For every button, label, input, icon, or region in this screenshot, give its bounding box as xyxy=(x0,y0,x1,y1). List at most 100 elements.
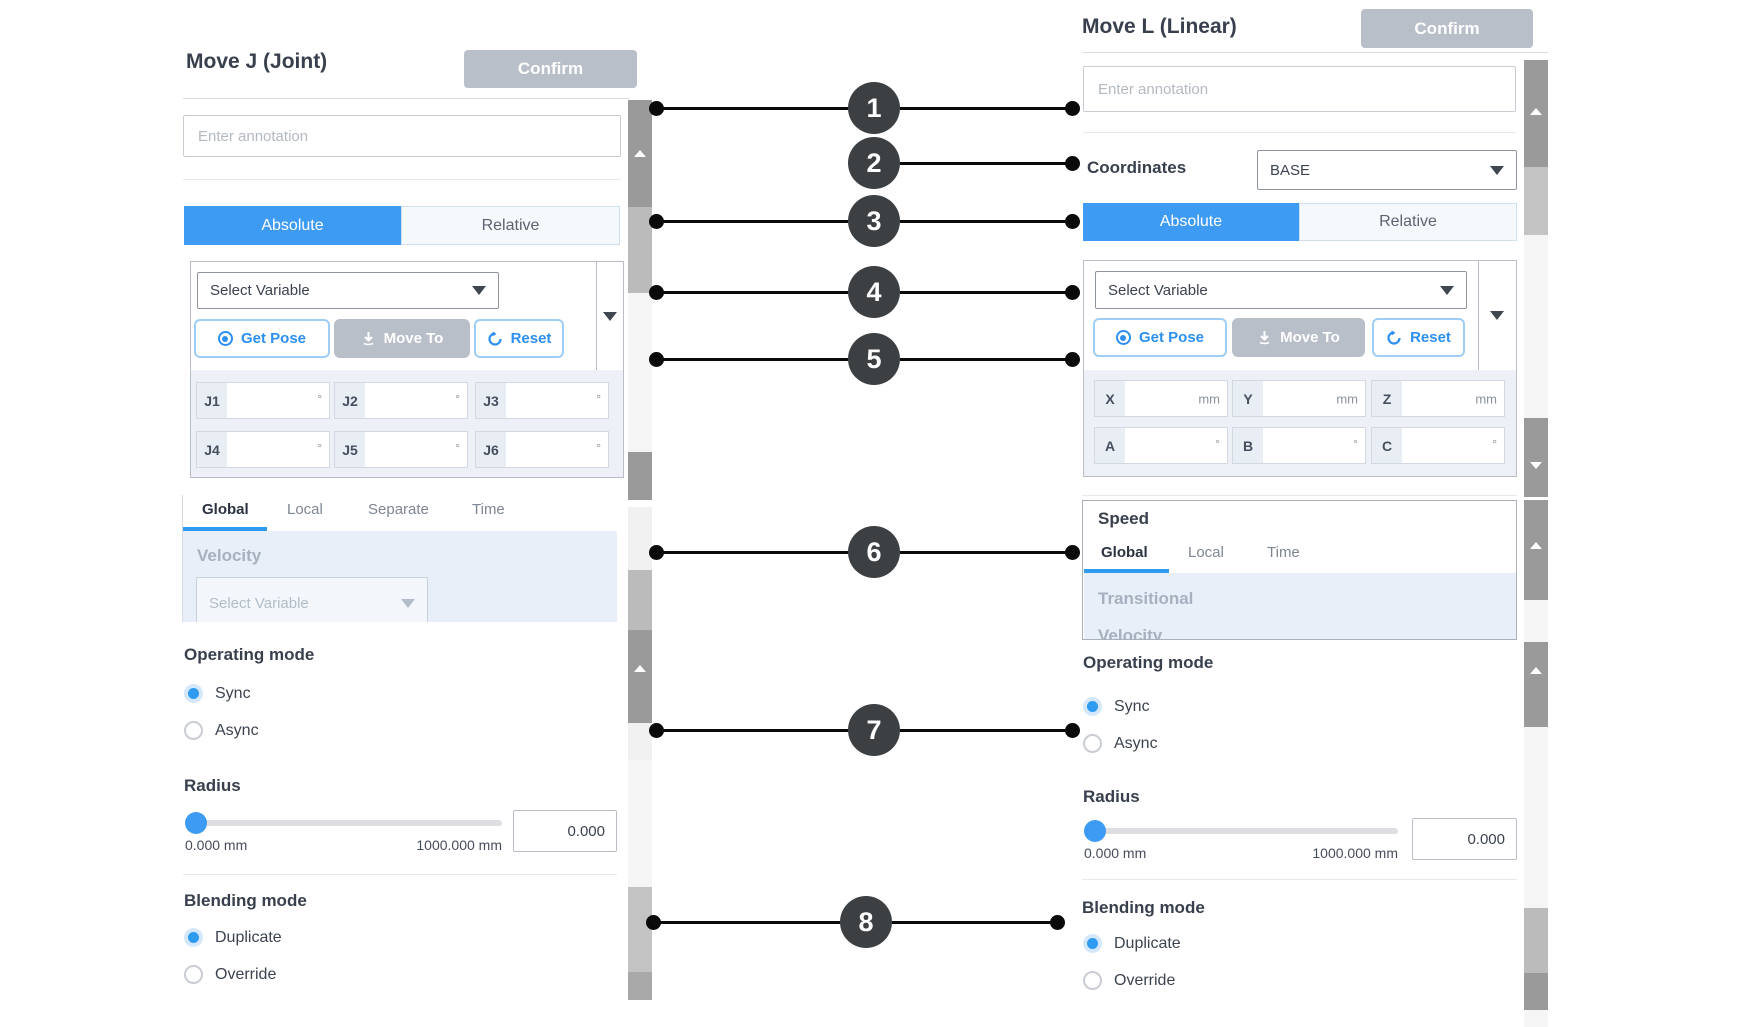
movel-collapse-chevron-down-icon[interactable] xyxy=(1490,311,1504,320)
callout-endpoint-dot xyxy=(1065,352,1080,367)
joint-field-j6[interactable]: J6 ° xyxy=(475,431,609,468)
movej-speed-tab-time[interactable]: Time xyxy=(472,501,505,518)
movej-radio-duplicate-label[interactable]: Duplicate xyxy=(215,929,282,946)
movej-radio-async[interactable] xyxy=(184,721,203,740)
left-scrollbar-thumb[interactable] xyxy=(628,630,652,723)
left-scrollbar-track[interactable] xyxy=(628,507,652,570)
movej-radius-value-input[interactable]: 0.000 xyxy=(513,810,617,852)
movej-radio-sync-label[interactable]: Sync xyxy=(215,685,251,702)
scroll-down-icon xyxy=(1530,462,1542,469)
movej-radius-slider-track[interactable] xyxy=(185,820,502,826)
callout-marker-1: 1 xyxy=(848,82,900,134)
joint-field-j1[interactable]: J1 ° xyxy=(196,382,330,419)
movej-radius-heading: Radius xyxy=(184,776,241,795)
right-scrollbar-thumb[interactable] xyxy=(1524,60,1548,167)
movel-radio-override[interactable] xyxy=(1083,971,1102,990)
right-scrollbar-thumb[interactable] xyxy=(1524,642,1548,727)
movel-coordinates-label: Coordinates xyxy=(1087,158,1187,177)
movel-radio-async-label[interactable]: Async xyxy=(1114,735,1158,752)
joint-field-j2[interactable]: J2 ° xyxy=(334,382,468,419)
movel-radio-duplicate-label[interactable]: Duplicate xyxy=(1114,935,1181,952)
left-scrollbar-thumb[interactable] xyxy=(628,972,652,1000)
movej-radio-override-label[interactable]: Override xyxy=(215,966,277,983)
clipped-velocity-label: Velocity xyxy=(1098,626,1163,640)
joint-field-j5[interactable]: J5 ° xyxy=(334,431,468,468)
movel-radius-value-input[interactable]: 0.000 xyxy=(1412,818,1517,860)
movej-reset-button[interactable]: Reset xyxy=(474,319,564,358)
pose-field-c[interactable]: C ° xyxy=(1371,427,1505,464)
scroll-up-icon xyxy=(1530,542,1542,549)
movel-move-to-button[interactable]: Move To xyxy=(1232,318,1365,357)
left-scrollbar-track[interactable] xyxy=(628,723,652,760)
movej-speed-tab-global[interactable]: Global xyxy=(202,501,249,518)
scroll-up-icon xyxy=(634,150,646,157)
movel-coordinates-select[interactable]: BASE xyxy=(1257,150,1517,190)
movej-radio-override[interactable] xyxy=(184,965,203,984)
right-scrollbar-thumb[interactable] xyxy=(1524,908,1548,973)
right-scrollbar-track[interactable] xyxy=(1524,1010,1548,1027)
movel-get-pose-button[interactable]: Get Pose xyxy=(1093,318,1227,357)
left-scrollbar-thumb[interactable] xyxy=(628,100,652,207)
chevron-down-icon xyxy=(472,286,486,295)
movej-confirm-button[interactable]: Confirm xyxy=(464,50,637,88)
pose-field-x[interactable]: X mm xyxy=(1094,380,1228,417)
movel-reset-button[interactable]: Reset xyxy=(1372,318,1465,357)
download-arrow-icon xyxy=(363,332,373,346)
movej-radio-sync[interactable] xyxy=(184,684,203,703)
right-scrollbar-track[interactable] xyxy=(1524,235,1548,418)
joint-field-j4[interactable]: J4 ° xyxy=(196,431,330,468)
movel-tab-absolute[interactable]: Absolute xyxy=(1083,203,1299,241)
movel-radio-async[interactable] xyxy=(1083,734,1102,753)
movej-collapse-chevron-down-icon[interactable] xyxy=(603,312,617,321)
joint-field-j3[interactable]: J3 ° xyxy=(475,382,609,419)
movel-radio-sync-label[interactable]: Sync xyxy=(1114,698,1150,715)
callout-marker-2: 2 xyxy=(848,137,900,189)
movej-variable-select[interactable]: Select Variable xyxy=(197,272,499,309)
right-scrollbar-track[interactable] xyxy=(1524,727,1548,908)
movel-speed-tab-global[interactable]: Global xyxy=(1101,544,1148,561)
movej-tab-relative[interactable]: Relative xyxy=(401,206,620,245)
movel-confirm-button[interactable]: Confirm xyxy=(1361,9,1533,48)
left-scrollbar-track[interactable] xyxy=(628,760,652,887)
callout-marker-6: 6 xyxy=(848,526,900,578)
movel-annotation-input[interactable]: Enter annotation xyxy=(1083,66,1516,112)
movel-radio-override-label[interactable]: Override xyxy=(1114,972,1176,989)
pose-field-z[interactable]: Z mm xyxy=(1371,380,1505,417)
movej-speed-tab-separate[interactable]: Separate xyxy=(368,501,429,518)
left-scrollbar-track[interactable] xyxy=(628,293,652,452)
movel-tab-relative[interactable]: Relative xyxy=(1299,203,1517,241)
pose-field-a[interactable]: A ° xyxy=(1094,427,1228,464)
movej-velocity-select-disabled[interactable]: Select Variable xyxy=(196,577,428,622)
movej-move-to-button[interactable]: Move To xyxy=(334,319,470,358)
right-scrollbar-track[interactable] xyxy=(1524,600,1548,642)
movej-radio-duplicate[interactable] xyxy=(184,928,203,947)
movej-radius-slider-handle[interactable] xyxy=(185,812,207,834)
left-scrollbar-thumb[interactable] xyxy=(628,887,652,972)
movel-radio-duplicate[interactable] xyxy=(1083,934,1102,953)
left-scrollbar-thumb[interactable] xyxy=(628,207,652,293)
movel-radio-sync[interactable] xyxy=(1083,697,1102,716)
right-scrollbar-thumb[interactable] xyxy=(1524,500,1548,600)
left-scrollbar-thumb[interactable] xyxy=(628,570,652,630)
movej-radio-async-label[interactable]: Async xyxy=(215,722,259,739)
movej-annotation-input[interactable]: Enter annotation xyxy=(183,115,621,157)
left-scrollbar-thumb[interactable] xyxy=(628,452,652,500)
movel-radius-slider-track[interactable] xyxy=(1084,828,1398,834)
right-scrollbar-thumb[interactable] xyxy=(1524,973,1548,1010)
movej-tab-absolute[interactable]: Absolute xyxy=(184,206,401,245)
movel-radius-slider-handle[interactable] xyxy=(1084,820,1106,842)
right-scrollbar-thumb[interactable] xyxy=(1524,418,1548,497)
movej-speed-tab-local[interactable]: Local xyxy=(287,501,323,518)
movel-speed-box: Speed Global Local Time Transitional Vel… xyxy=(1082,500,1517,640)
callout-endpoint-dot xyxy=(1065,214,1080,229)
movej-get-pose-button[interactable]: Get Pose xyxy=(194,319,330,358)
pose-field-y[interactable]: Y mm xyxy=(1232,380,1366,417)
movej-variable-select-value: Select Variable xyxy=(210,282,310,299)
movel-speed-tab-local[interactable]: Local xyxy=(1188,544,1224,561)
movel-variable-select[interactable]: Select Variable xyxy=(1095,271,1467,309)
pose-field-b[interactable]: B ° xyxy=(1232,427,1366,464)
movel-speed-tab-time[interactable]: Time xyxy=(1267,544,1300,561)
right-scrollbar-thumb[interactable] xyxy=(1524,167,1548,235)
movel-header-divider xyxy=(1082,52,1548,53)
scroll-up-icon xyxy=(1530,667,1542,674)
